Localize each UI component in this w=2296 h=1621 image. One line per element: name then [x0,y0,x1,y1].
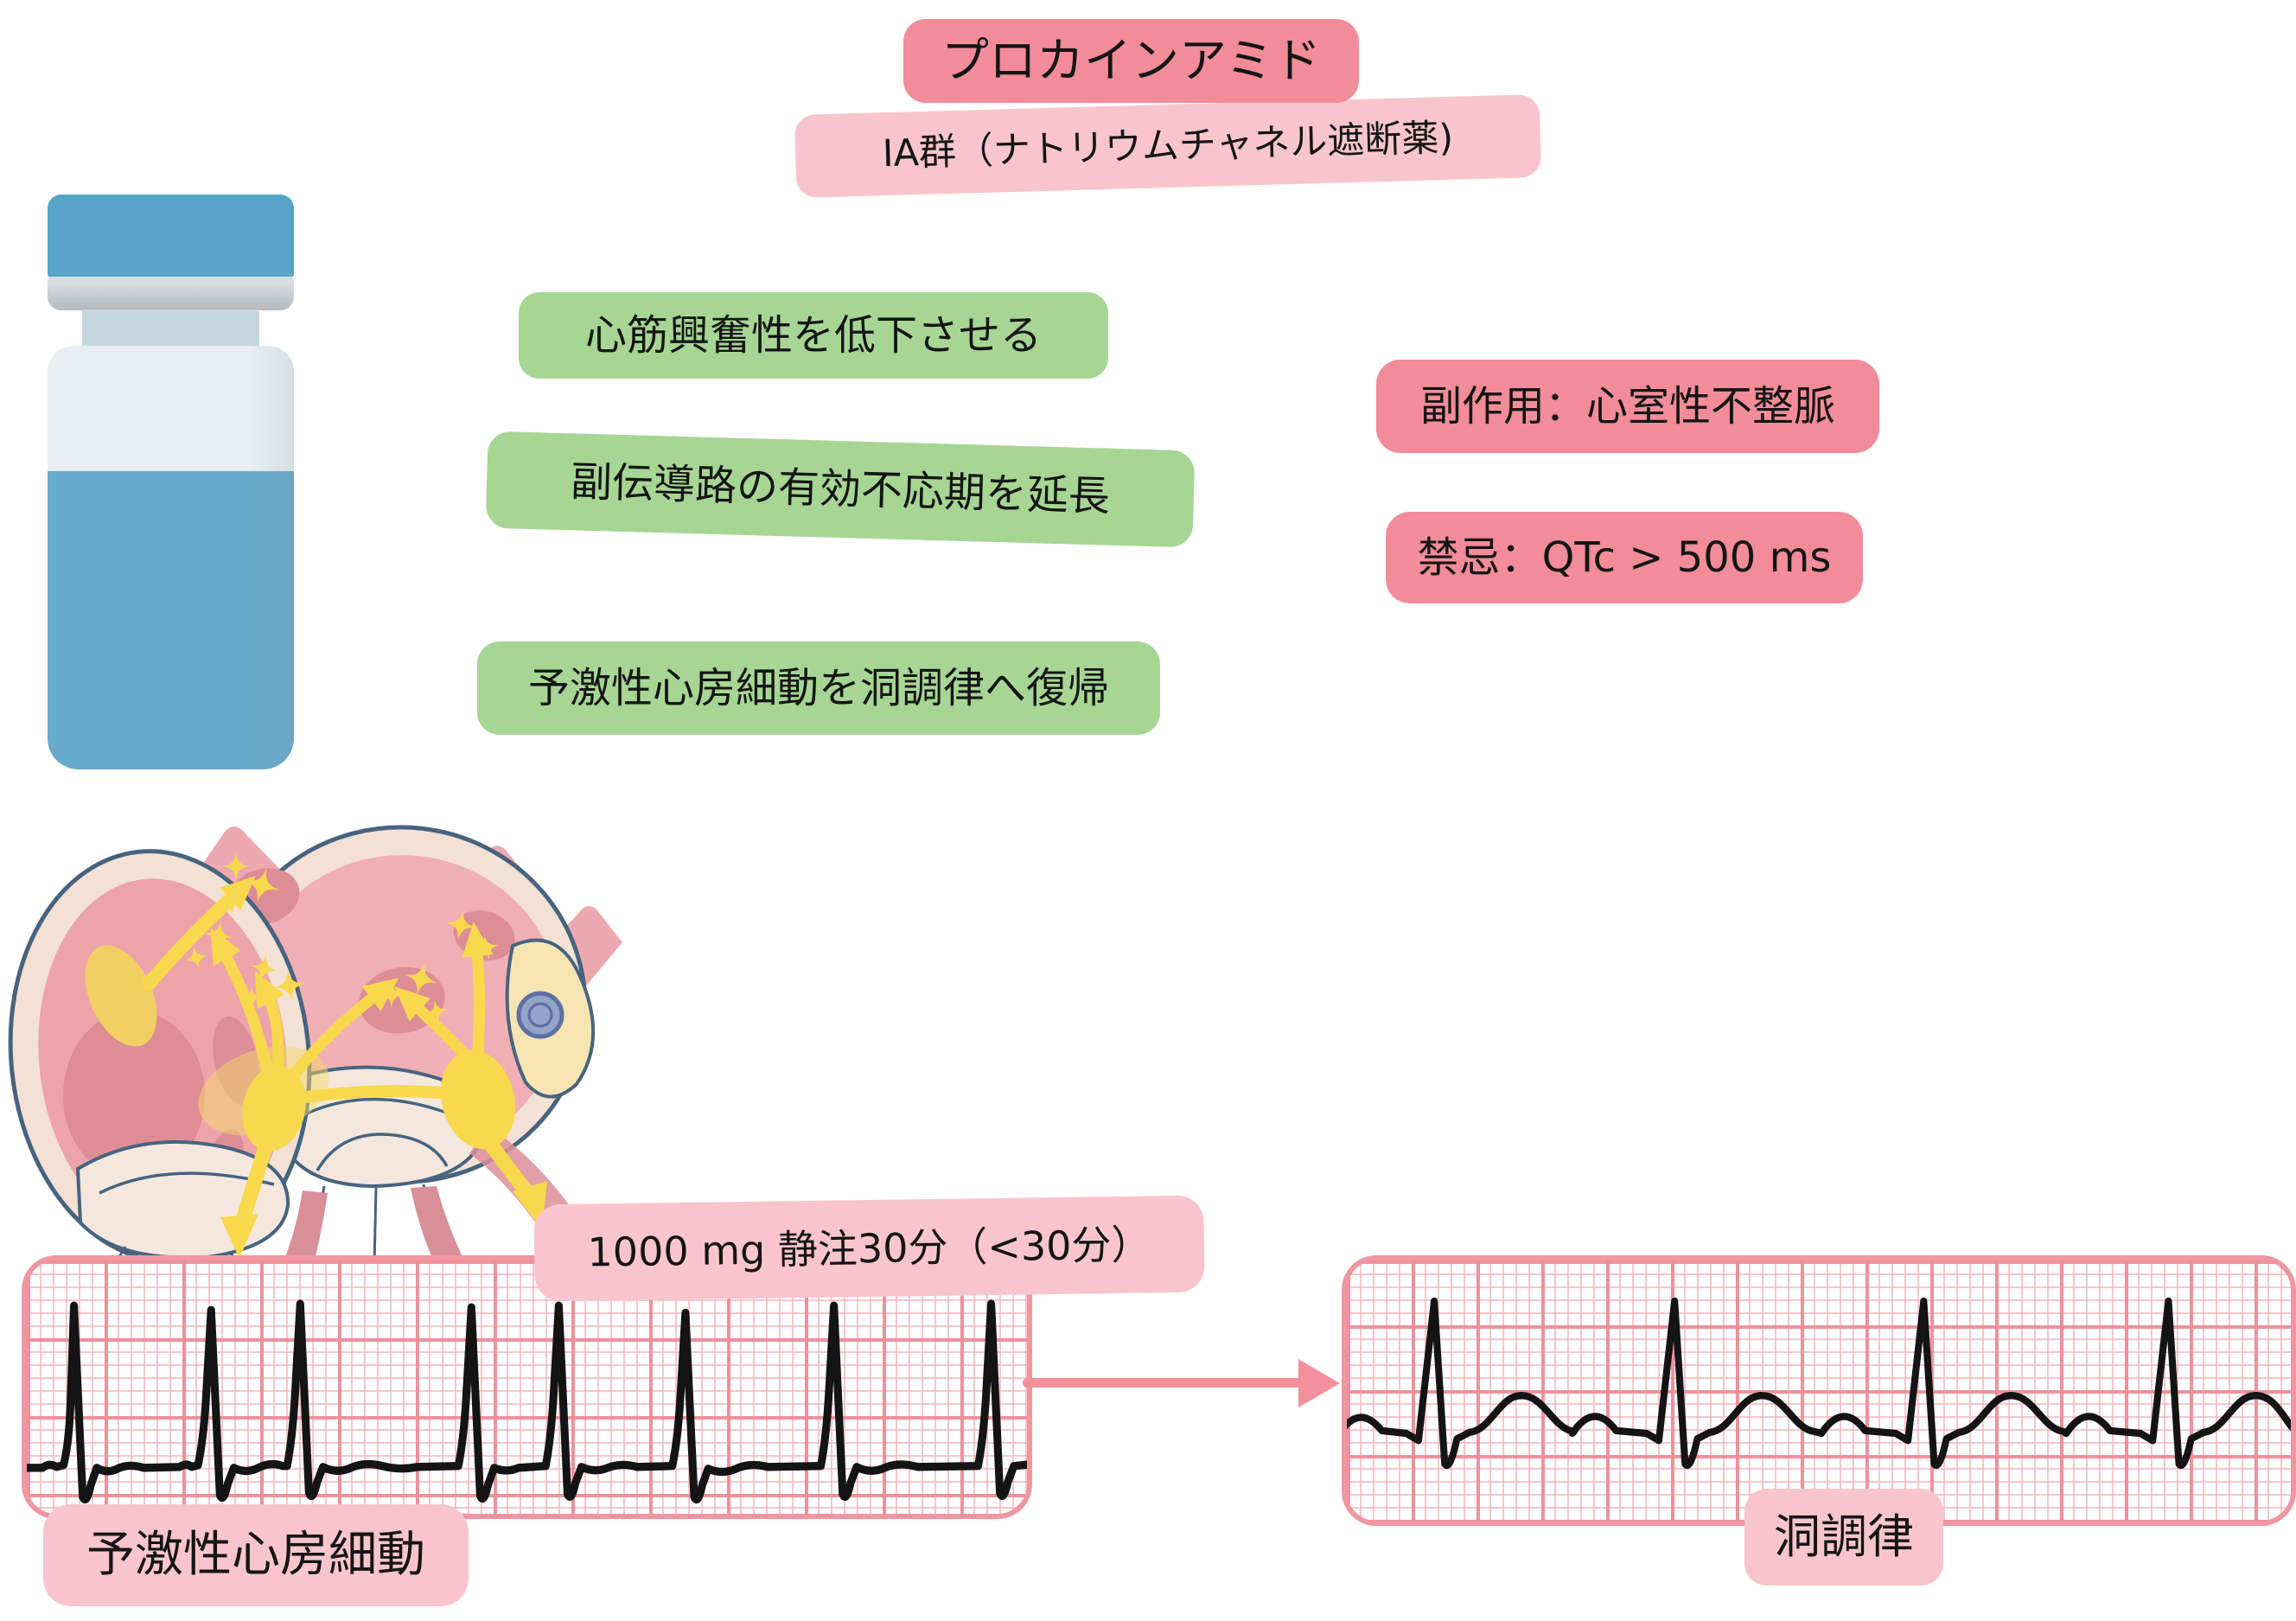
heart-illustration-svg [8,825,622,1265]
dose-badge: 1000 mg 静注30分（<30分） [533,1195,1205,1302]
vial-metal-ring [48,277,294,310]
ecg-before-label: 予激性心房細動 [43,1504,469,1606]
ecg-strip-before [22,1255,1032,1519]
side-effect-badge: 副作用：心室性不整脈 [1376,360,1879,453]
effect-badge-myocardial-excitability: 心筋興奮性を低下させる [519,292,1108,379]
before-after-arrow [1023,1378,1306,1388]
arrow-head-icon [1298,1359,1340,1407]
vial-liquid [48,471,294,769]
ecg-strip-after [1342,1255,2296,1526]
medication-vial-icon [48,195,294,769]
vial-neck [82,310,259,348]
ecg-trace-before [27,1299,1027,1504]
drug-class-subtitle: IA群（ナトリウムチャネル遮断薬) [794,93,1542,199]
ecg-trace-after [1347,1297,2291,1469]
heart-atrial-conduction-illustration [4,797,666,1265]
vial-cap [48,195,294,278]
contraindication-badge: 禁忌：QTc > 500 ms [1386,512,1863,603]
vial-shade [249,346,294,769]
vial-body [48,346,294,769]
effect-badge-accessory-pathway: 副伝導路の有効不応期を延長 [485,431,1196,548]
page-title: プロカインアミド [903,19,1359,103]
ecg-after-label: 洞調律 [1744,1489,1943,1586]
effect-badge-restore-sinus-rhythm: 予激性心房細動を洞調律へ復帰 [477,641,1160,735]
